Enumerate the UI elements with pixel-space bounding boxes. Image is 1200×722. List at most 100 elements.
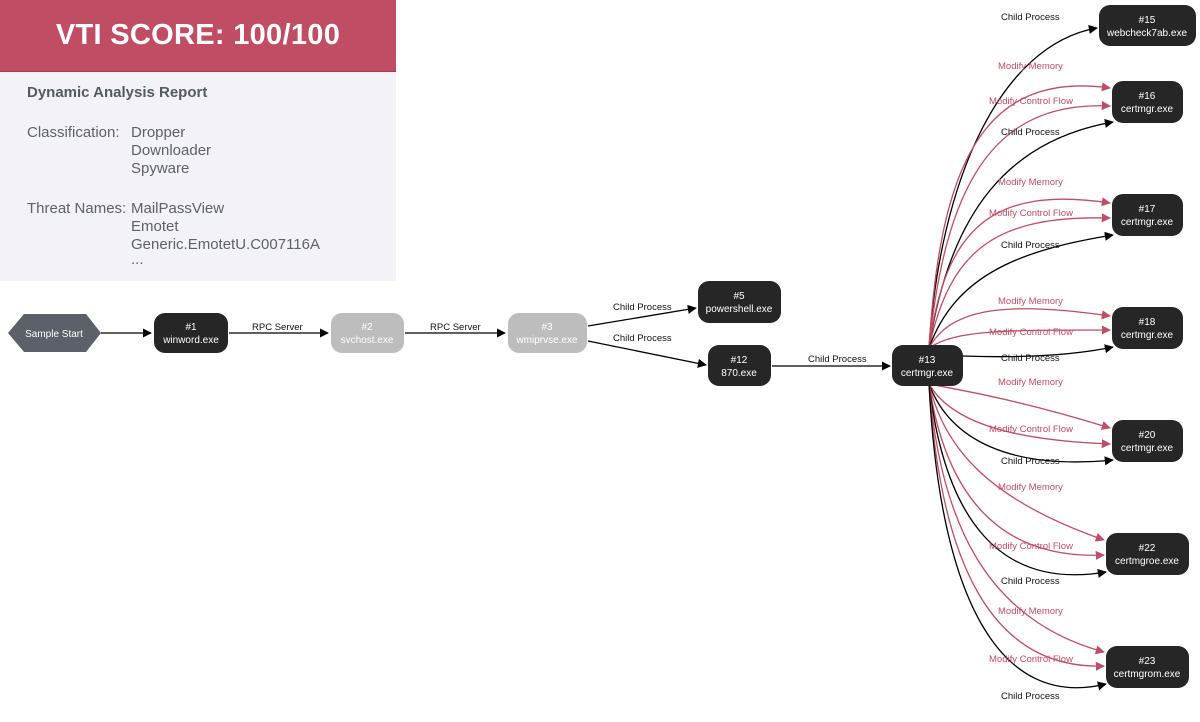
edge-13-to-23-child — [928, 383, 1107, 691]
edge-label-rpc-server: RPC Server — [430, 322, 481, 333]
edge-label-child-process: Child Process — [613, 302, 672, 313]
edge-13-to-17-child — [928, 231, 1114, 349]
process-name: powershell.exe — [706, 304, 773, 315]
edge-label-modify-control-flow: Modify Control Flow — [989, 654, 1073, 665]
process-id: #23 — [1139, 656, 1156, 667]
edge-label-child-process: Child Process — [613, 333, 672, 344]
process-id: #5 — [733, 291, 745, 302]
process-id: #20 — [1139, 430, 1156, 441]
process-id: #18 — [1139, 317, 1156, 328]
edge-label-modify-memory: Modify Memory — [998, 177, 1063, 188]
process-id: #2 — [361, 322, 373, 333]
edge-label-child-process: Child Process — [1001, 576, 1060, 587]
process-name: webcheck7ab.exe — [1106, 28, 1187, 39]
process-node-1[interactable]: #1 winword.exe — [154, 313, 228, 353]
edge-13-to-18-flow — [928, 325, 1111, 349]
process-name: certmgroe.exe — [1115, 556, 1179, 567]
edge-label-child-process: Child Process — [1001, 456, 1060, 467]
process-id: #3 — [541, 322, 553, 333]
process-node-2[interactable]: #2 svchost.exe — [331, 313, 404, 353]
edge-label-modify-memory: Modify Memory — [998, 482, 1063, 493]
sample-start-label: Sample Start — [25, 329, 83, 340]
classification-label: Classification: — [27, 124, 120, 141]
edge-13-to-22-memory — [928, 383, 1105, 542]
sample-start-node[interactable]: Sample Start — [8, 314, 101, 352]
process-node-3[interactable]: #3 wmiprvse.exe — [508, 313, 587, 353]
process-name: winword.exe — [162, 335, 219, 346]
classification-item: Spyware — [131, 160, 190, 177]
process-node-13[interactable]: #13 certmgr.exe — [892, 345, 963, 386]
edge-label-child-process: Child Process — [1001, 12, 1060, 23]
process-name: certmgr.exe — [1121, 217, 1174, 228]
edge-label-modify-control-flow: Modify Control Flow — [989, 541, 1073, 552]
vti-score: VTI SCORE: 100/100 — [55, 19, 341, 51]
threat-names-label: Threat Names: — [27, 200, 127, 217]
edge-13-to-18-memory — [928, 308, 1111, 349]
process-name: certmgr.exe — [901, 368, 954, 379]
process-name: 870.exe — [721, 368, 757, 379]
process-id: #15 — [1139, 15, 1156, 26]
classification-item: Downloader — [131, 142, 212, 159]
edge-13-to-22-flow — [928, 383, 1105, 560]
vti-score-banner: VTI SCORE: 100/100 — [0, 0, 396, 72]
edge-label-child-process: Child Process — [808, 354, 867, 365]
edge-label-rpc-server: RPC Server — [252, 322, 303, 333]
edge-label-modify-control-flow: Modify Control Flow — [989, 208, 1073, 219]
process-id: #17 — [1139, 204, 1156, 215]
process-name: certmgrom.exe — [1114, 669, 1181, 680]
edge-13-to-17-flow — [928, 213, 1111, 349]
edge-13-to-15 — [928, 24, 1098, 349]
edge-13-to-22-child — [928, 383, 1107, 578]
edge-13-to-23-flow — [928, 383, 1105, 671]
edge-label-modify-memory: Modify Memory — [998, 606, 1063, 617]
process-node-23[interactable]: #23 certmgrom.exe — [1106, 646, 1189, 688]
process-name: certmgr.exe — [1121, 104, 1174, 115]
edge-label-child-process: Child Process — [1001, 127, 1060, 138]
edge-label-modify-control-flow: Modify Control Flow — [989, 327, 1073, 338]
edge-label-modify-memory: Modify Memory — [998, 296, 1063, 307]
edge-13-to-18-child — [962, 344, 1114, 358]
threat-name-item: MailPassView — [131, 200, 225, 217]
report-title: Dynamic Analysis Report — [27, 84, 208, 101]
process-node-16[interactable]: #16 certmgr.exe — [1112, 81, 1183, 123]
process-node-5[interactable]: #5 powershell.exe — [698, 281, 781, 323]
edge-13-to-17-memory — [928, 197, 1111, 349]
edge-13-to-23-memory — [928, 383, 1105, 655]
process-name: svchost.exe — [341, 335, 394, 346]
edge-label-modify-control-flow: Modify Control Flow — [989, 96, 1073, 107]
classification-item: Dropper — [131, 124, 186, 141]
edge-13-to-20-child — [928, 383, 1114, 466]
edge-13-to-16-child — [928, 118, 1114, 349]
edge-label-modify-memory: Modify Memory — [998, 377, 1063, 388]
process-node-15[interactable]: #15 webcheck7ab.exe — [1099, 5, 1196, 46]
process-id: #12 — [731, 355, 748, 366]
process-node-17[interactable]: #17 certmgr.exe — [1112, 194, 1183, 236]
threat-name-item: Emotet — [131, 218, 179, 235]
process-node-12[interactable]: #12 870.exe — [708, 345, 771, 386]
edge-label-child-process: Child Process — [1001, 353, 1060, 364]
edge-label-child-process: Child Process — [1001, 691, 1060, 702]
process-id: #13 — [919, 355, 936, 366]
edge-3-to-12 — [587, 340, 707, 368]
threat-name-item: ... — [131, 251, 144, 268]
edge-13-to-16-memory — [928, 82, 1111, 349]
process-id: #22 — [1139, 543, 1156, 554]
process-name: certmgr.exe — [1121, 330, 1174, 341]
process-node-22[interactable]: #22 certmgroe.exe — [1106, 533, 1189, 575]
process-id: #1 — [185, 322, 197, 333]
edge-13-to-20-memory — [928, 383, 1111, 430]
threat-name-item: Generic.EmotetU.C007116A — [131, 236, 320, 253]
analysis-report-panel: VTI SCORE: 100/100 Dynamic Analysis Repo… — [0, 0, 396, 281]
edge-3-to-5 — [587, 304, 697, 327]
edge-13-to-16-flow — [928, 101, 1111, 349]
edge-label-child-process: Child Process — [1001, 240, 1060, 251]
edge-13-to-20-flow — [928, 383, 1111, 449]
process-name: certmgr.exe — [1121, 443, 1174, 454]
edge-label-modify-control-flow: Modify Control Flow — [989, 424, 1073, 435]
process-node-20[interactable]: #20 certmgr.exe — [1112, 420, 1183, 462]
process-node-18[interactable]: #18 certmgr.exe — [1112, 307, 1183, 349]
process-name: wmiprvse.exe — [515, 335, 578, 346]
edge-label-modify-memory: Modify Memory — [998, 61, 1063, 72]
process-id: #16 — [1139, 91, 1156, 102]
